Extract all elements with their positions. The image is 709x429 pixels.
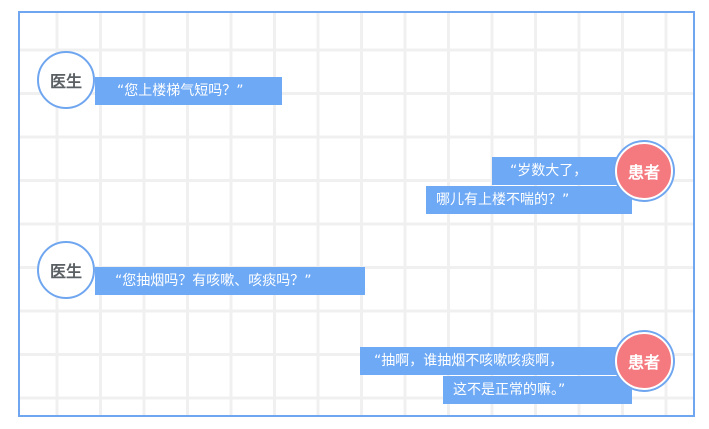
message-bubble: “您抽烟吗？有咳嗽、咳痰吗？” [95,267,365,295]
message-bubble: “岁数大了， [492,157,632,185]
doctor-avatar: 医生 [37,241,95,299]
patient-avatar: 患者 [615,332,673,390]
message-bubble: 这不是正常的嘛。” [443,376,632,404]
doctor-avatar: 医生 [37,51,95,109]
message-bubble: “抽啊，谁抽烟不咳嗽咳痰啊， [360,347,632,375]
message-bubble: “您上楼梯气短吗？” [95,77,282,105]
patient-avatar: 患者 [615,142,673,200]
message-bubble: 哪儿有上楼不喘的？” [426,186,632,214]
